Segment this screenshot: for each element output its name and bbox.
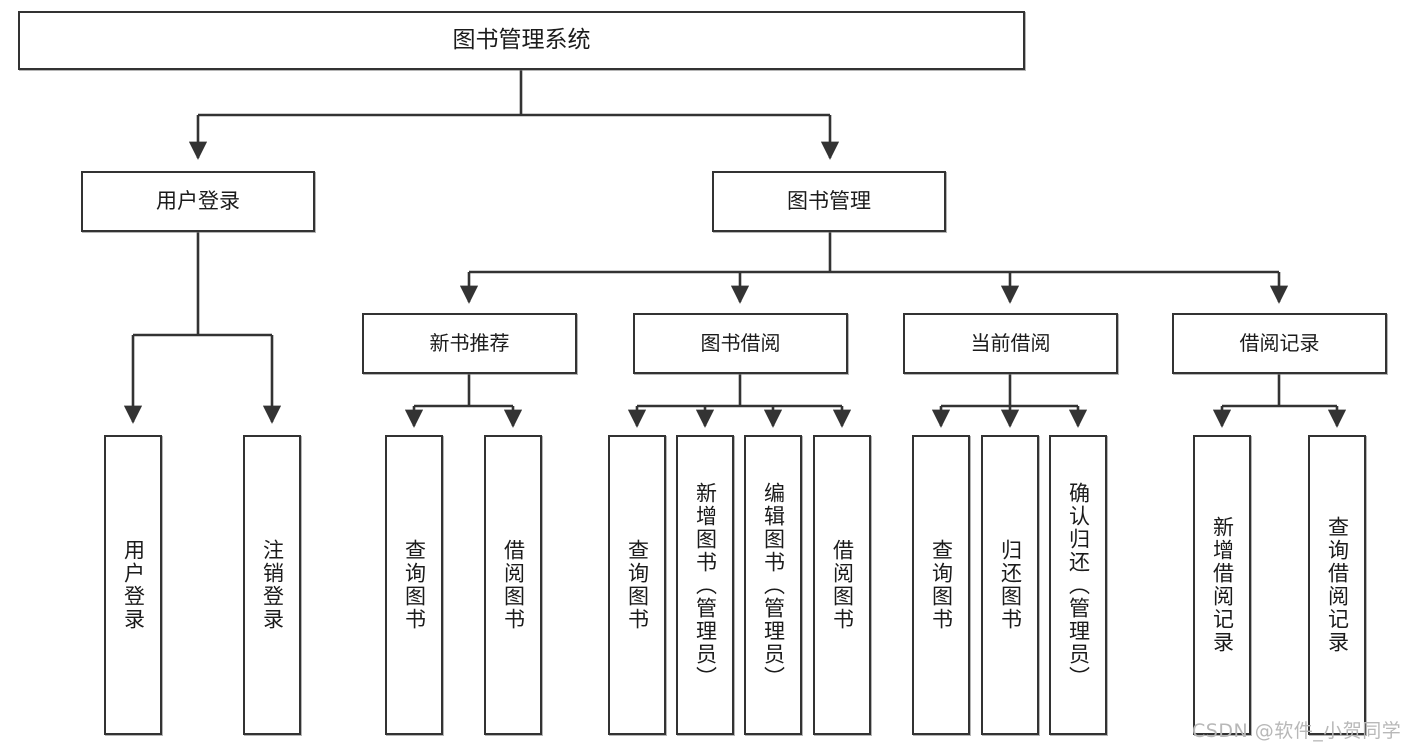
node-root-book-management-system[interactable]: 图书管理系统 [18, 11, 1025, 70]
leaf-query-book-3-label: 查询图书 [929, 539, 954, 631]
node-new-book-recommend[interactable]: 新书推荐 [362, 313, 577, 374]
leaf-confirm-return-label: 确认归还（管理员） [1066, 481, 1091, 689]
node-current-borrow-label: 当前借阅 [970, 331, 1051, 355]
leaf-edit-book[interactable]: 编辑图书（管理员） [744, 435, 802, 735]
leaf-user-login-label: 用户登录 [121, 539, 146, 631]
leaf-query-book-1[interactable]: 查询图书 [385, 435, 443, 735]
node-user-login[interactable]: 用户登录 [81, 171, 315, 232]
leaf-query-book-3[interactable]: 查询图书 [912, 435, 970, 735]
leaf-return-book-label: 归还图书 [998, 539, 1023, 631]
node-new-book-recommend-label: 新书推荐 [429, 331, 510, 355]
leaf-query-borrow-record[interactable]: 查询借阅记录 [1308, 435, 1366, 735]
node-root-label: 图书管理系统 [452, 27, 591, 54]
leaf-confirm-return[interactable]: 确认归还（管理员） [1049, 435, 1107, 735]
node-book-management[interactable]: 图书管理 [712, 171, 946, 232]
leaf-borrow-book-2-label: 借阅图书 [830, 539, 855, 631]
node-current-borrow[interactable]: 当前借阅 [903, 313, 1118, 374]
leaf-query-book-2[interactable]: 查询图书 [608, 435, 666, 735]
leaf-return-book[interactable]: 归还图书 [981, 435, 1039, 735]
node-book-borrow[interactable]: 图书借阅 [633, 313, 848, 374]
node-borrow-record[interactable]: 借阅记录 [1172, 313, 1387, 374]
leaf-add-borrow-record-label: 新增借阅记录 [1210, 516, 1235, 654]
leaf-add-borrow-record[interactable]: 新增借阅记录 [1193, 435, 1251, 735]
leaf-borrow-book-1-label: 借阅图书 [501, 539, 526, 631]
leaf-user-login[interactable]: 用户登录 [104, 435, 162, 735]
leaf-query-book-1-label: 查询图书 [402, 539, 427, 631]
leaf-logout-login-label: 注销登录 [260, 539, 285, 631]
leaf-edit-book-label: 编辑图书（管理员） [761, 481, 786, 689]
leaf-query-borrow-record-label: 查询借阅记录 [1325, 516, 1350, 654]
leaf-logout-login[interactable]: 注销登录 [243, 435, 301, 735]
leaf-query-book-2-label: 查询图书 [625, 539, 650, 631]
csdn-watermark: CSDN @软件_小贺同学 [1192, 720, 1402, 742]
leaf-borrow-book-2[interactable]: 借阅图书 [813, 435, 871, 735]
leaf-add-book-label: 新增图书（管理员） [693, 481, 718, 689]
leaf-borrow-book-1[interactable]: 借阅图书 [484, 435, 542, 735]
node-user-login-label: 用户登录 [156, 189, 240, 214]
node-book-borrow-label: 图书借阅 [700, 331, 781, 355]
node-book-management-label: 图书管理 [787, 189, 871, 214]
node-borrow-record-label: 借阅记录 [1239, 331, 1320, 355]
leaf-add-book[interactable]: 新增图书（管理员） [676, 435, 734, 735]
